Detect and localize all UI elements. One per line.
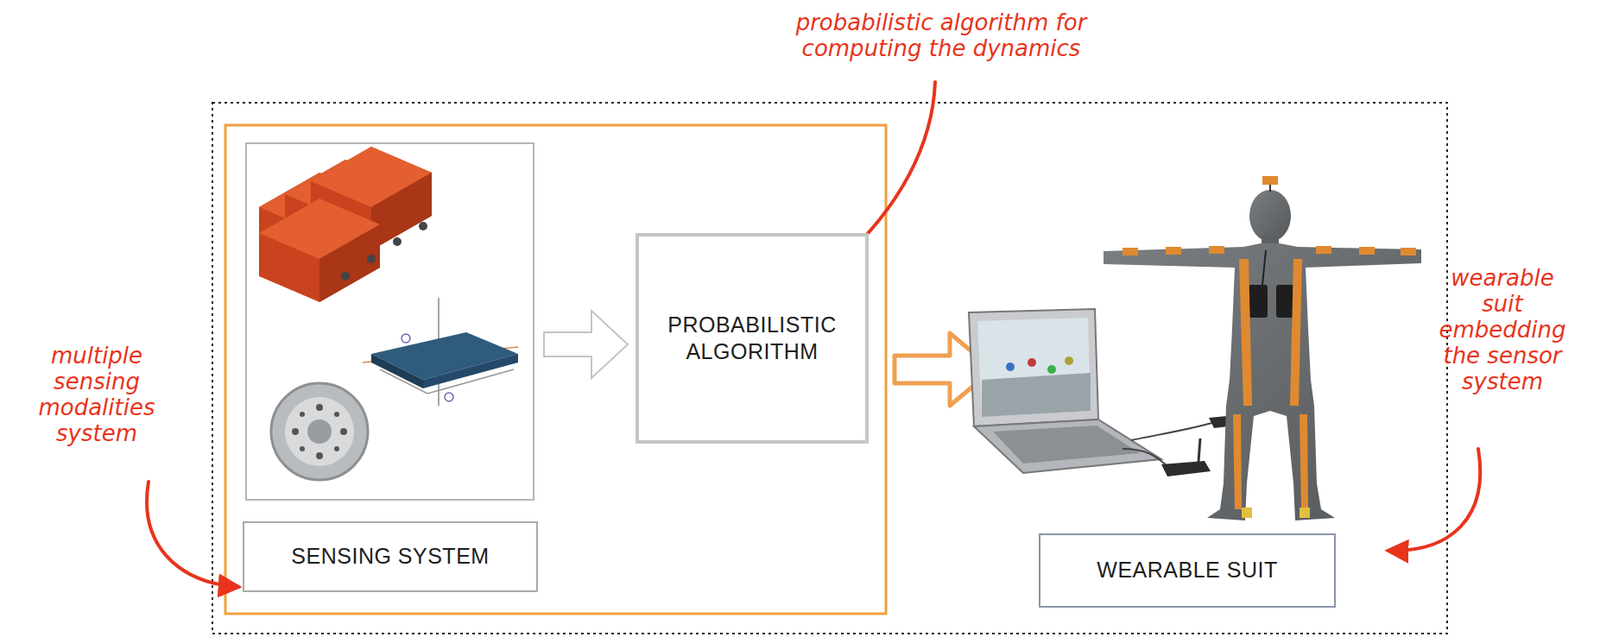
process-box: PROBABILISTIC ALGORITHM	[635, 233, 869, 444]
ft-sensor	[271, 383, 368, 481]
leader-arrow	[146, 481, 239, 588]
wearable-suit-figure	[1103, 176, 1422, 521]
caption-box: WEARABLE SUIT	[1038, 533, 1336, 608]
sensor-units	[259, 146, 432, 303]
annotation-note: multiple sensing modalities system	[10, 343, 184, 448]
caption-box: SENSING SYSTEM	[242, 521, 538, 593]
annotation-note: probabilistic algorithm for computing th…	[738, 10, 1145, 63]
force-plate	[362, 297, 519, 406]
leader-arrow	[1388, 449, 1480, 551]
annotation-note: wearable suit embedding the sensor syste…	[1429, 265, 1576, 395]
flow-arrow	[543, 310, 628, 379]
box-text: WEARABLE SUIT	[1096, 556, 1278, 584]
box-text: SENSING SYSTEM	[290, 543, 489, 570]
laptop	[968, 309, 1162, 474]
orange-enclosure	[225, 125, 886, 614]
image-frame	[246, 143, 534, 500]
system-frame	[212, 102, 1448, 634]
box-text: PROBABILISTIC ALGORITHM	[652, 311, 852, 367]
leader-arrow	[844, 82, 936, 258]
